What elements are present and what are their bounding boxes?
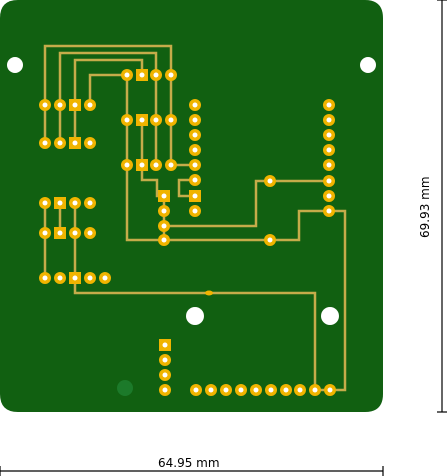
mounting-hole-top-left [7,57,23,73]
unplated-hole-bottom [117,380,133,396]
dimension-width [0,466,384,476]
ic-right-column-pads [323,99,335,217]
pads [39,69,336,396]
resistor-column-pads [158,190,170,246]
mounting-hole-mid-right [321,307,339,325]
dimension-height [437,0,447,413]
connector-j3-pads [39,197,96,209]
connector-bottom-vertical-pads [159,339,171,396]
pcb-board [0,0,383,412]
height-dimension-label: 69.93 mm [418,176,432,238]
mounting-hole-top-right [360,57,376,73]
width-dimension-label: 64.95 mm [158,456,220,470]
header-block-pads [121,69,177,171]
vias [205,175,276,296]
connector-j2-pads [39,137,96,149]
mounting-hole-mid-left [186,307,204,325]
connector-j5-pads [39,272,111,284]
connector-j4-pads [39,227,96,239]
connector-bottom-horizontal-pads [190,384,336,396]
ic-left-column-pads [189,99,201,217]
connector-j1-pads [39,99,96,111]
